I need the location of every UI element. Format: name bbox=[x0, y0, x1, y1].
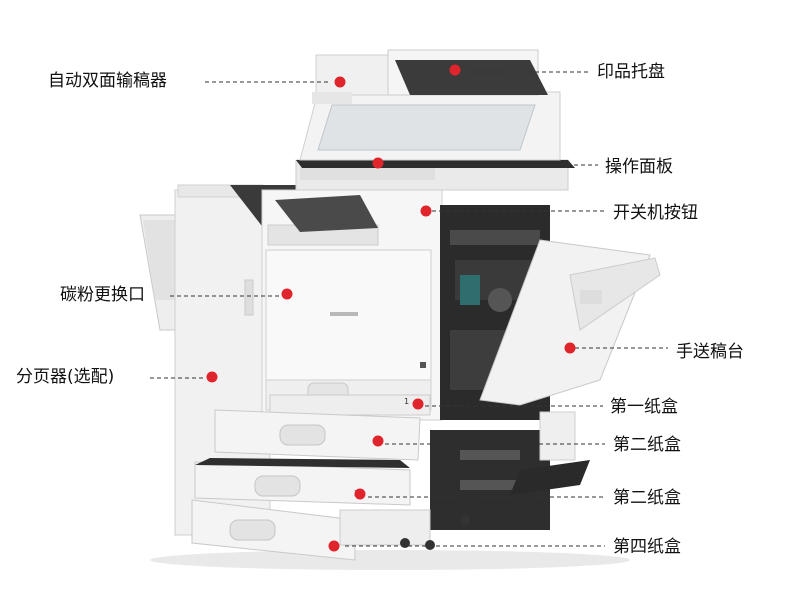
tray-number-4: 4 bbox=[329, 541, 334, 550]
platen-glass bbox=[317, 104, 536, 151]
open-side-panel bbox=[430, 205, 661, 530]
tray-number-2: 2 bbox=[376, 435, 381, 444]
floor-shadow bbox=[150, 550, 630, 570]
tray-number-1: 1 bbox=[404, 397, 409, 406]
label-bypass-tray: 手送稿台 bbox=[676, 342, 744, 362]
label-tray-3: 第二纸盒 bbox=[613, 488, 681, 508]
label-tray-2: 第二纸盒 bbox=[613, 435, 681, 455]
tray-3-body bbox=[194, 461, 411, 506]
paper-trays bbox=[191, 394, 470, 561]
label-tray-1: 第一纸盒 bbox=[610, 397, 678, 417]
main-body bbox=[261, 49, 575, 421]
label-output-tray: 印品托盘 bbox=[597, 62, 665, 82]
brand-plate bbox=[330, 312, 358, 316]
document-feeder-tray bbox=[395, 60, 548, 95]
scanner-glass-edge bbox=[296, 160, 575, 168]
label-adf: 自动双面输稿器 bbox=[48, 71, 167, 91]
label-toner-port: 碳粉更换口 bbox=[60, 285, 145, 305]
label-finisher: 分页器(选配) bbox=[16, 367, 115, 387]
label-power-button: 开关机按钮 bbox=[613, 203, 698, 223]
exit-tray bbox=[275, 195, 378, 232]
label-control-panel: 操作面板 bbox=[605, 157, 673, 177]
tray-number-3: 3 bbox=[354, 489, 359, 498]
label-tray-4: 第四纸盒 bbox=[613, 537, 681, 557]
